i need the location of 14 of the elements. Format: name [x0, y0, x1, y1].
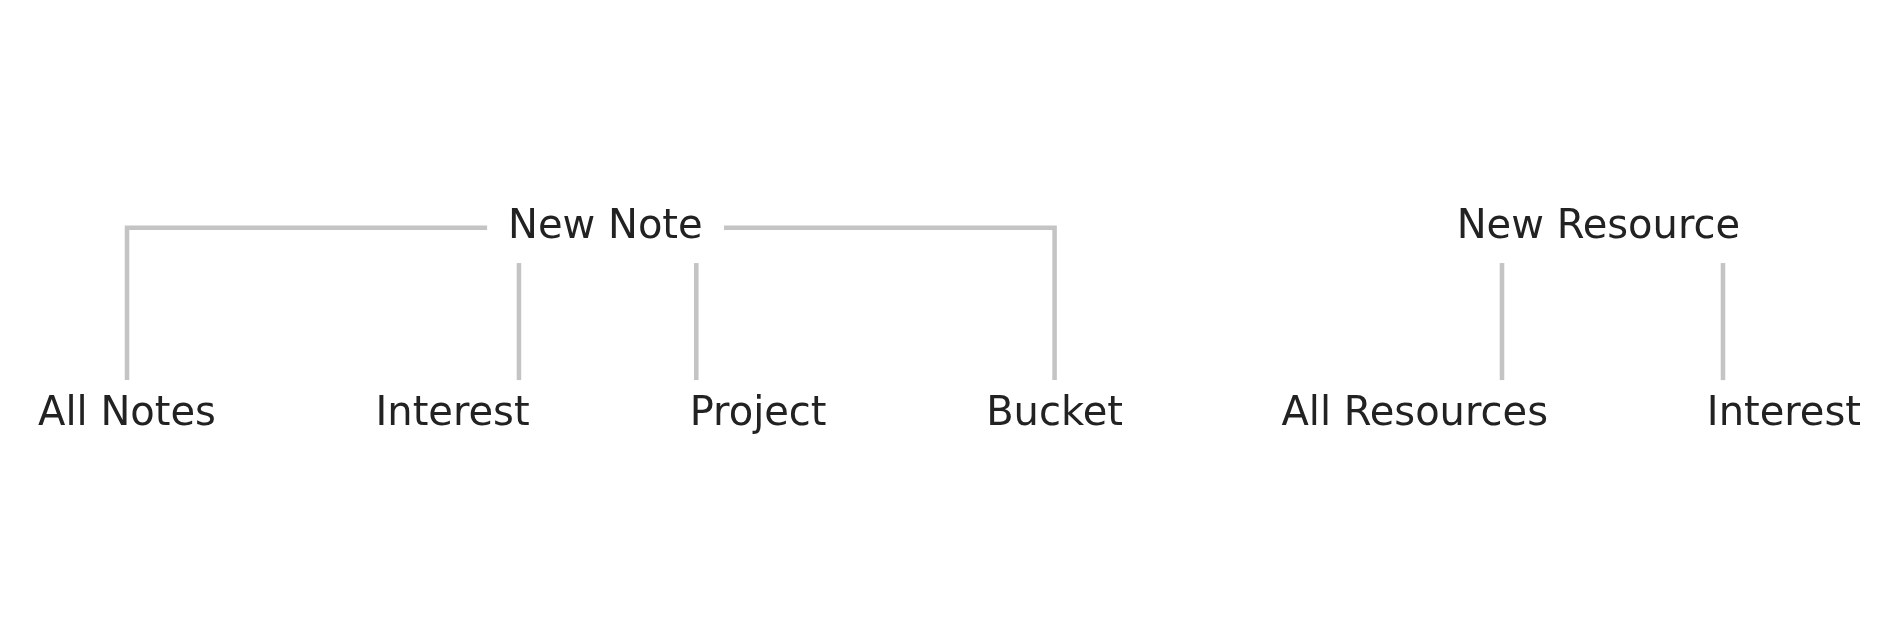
- connector: [694, 262, 699, 380]
- connector: [1720, 262, 1726, 380]
- connector: [124, 225, 488, 380]
- connector: [723, 225, 1057, 380]
- node-text: Bucket: [986, 387, 1123, 434]
- connector: [1499, 262, 1505, 380]
- node-text: All Notes: [38, 387, 216, 434]
- node-text: New Note: [508, 200, 703, 247]
- node-text: New Resource: [1456, 200, 1741, 247]
- node-text: Interest: [375, 387, 530, 434]
- node-text: Interest: [1706, 387, 1861, 434]
- node-text: Project: [689, 387, 827, 434]
- connector: [516, 262, 522, 380]
- node-text: All Resources: [1281, 387, 1548, 434]
